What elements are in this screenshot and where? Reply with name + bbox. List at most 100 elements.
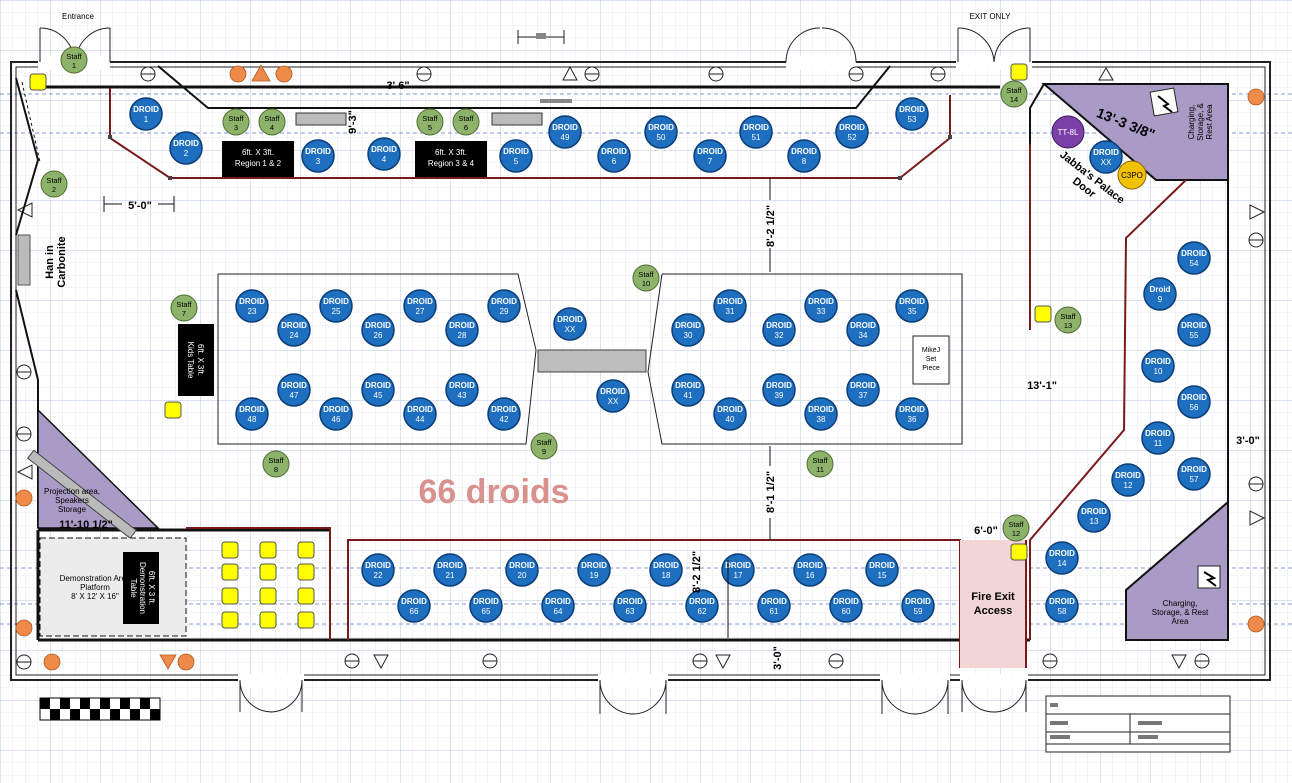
svg-text:Han in: Han in bbox=[44, 245, 56, 279]
scale-cell bbox=[110, 709, 120, 720]
exit-only-label: EXIT ONLY bbox=[969, 12, 1011, 21]
scale-cell bbox=[120, 698, 130, 709]
droid-number: 25 bbox=[332, 307, 341, 316]
droid-number: 8 bbox=[802, 157, 807, 166]
scale-cell bbox=[140, 709, 150, 720]
projection-area-text: Projection area, Speakers Storage bbox=[44, 487, 100, 514]
staff-label: Staff bbox=[1060, 312, 1076, 321]
svg-text:DROID: DROID bbox=[557, 315, 583, 324]
droid-number: 23 bbox=[248, 307, 257, 316]
svg-text:6ft. X 3ft.: 6ft. X 3ft. bbox=[196, 344, 205, 376]
droid-number: 64 bbox=[554, 607, 563, 616]
staff-number: 1 bbox=[72, 61, 76, 70]
droid-number: 19 bbox=[590, 571, 599, 580]
staff-label: Staff bbox=[228, 114, 244, 123]
charging-area-bottom bbox=[1125, 499, 1229, 641]
scale-cell bbox=[130, 709, 140, 720]
droid-number: 43 bbox=[458, 391, 467, 400]
demonstration-platform-text: Demonstration Area Platform 8' X 12' X 1… bbox=[60, 574, 131, 601]
droid-label: DROID bbox=[899, 297, 925, 306]
svg-text:Storage, & Rest: Storage, & Rest bbox=[1152, 608, 1209, 617]
region-1-2-table-label: Region 1 & 2 bbox=[235, 159, 282, 168]
droid-label: DROID bbox=[899, 405, 925, 414]
droid-label: DROID bbox=[1049, 597, 1075, 606]
droid-label: DROID bbox=[133, 105, 159, 114]
staff-label: Staff bbox=[1008, 520, 1024, 529]
droid-number: 21 bbox=[446, 571, 455, 580]
scale-cell bbox=[110, 698, 120, 709]
droid-number: 16 bbox=[806, 571, 815, 580]
droid-label: DROID bbox=[305, 147, 331, 156]
droid-label: DROID bbox=[1081, 507, 1107, 516]
staff-label: Staff bbox=[268, 456, 284, 465]
svg-text:Access: Access bbox=[974, 605, 1013, 617]
staff-label: Staff bbox=[66, 52, 82, 61]
droid-label: DROID bbox=[899, 105, 925, 114]
droid-number: 37 bbox=[859, 391, 868, 400]
dim-5-0: 5'-0" bbox=[128, 200, 152, 212]
region-3-4-table-label: Region 3 & 4 bbox=[428, 159, 475, 168]
droid-number: 62 bbox=[698, 607, 707, 616]
droid-number: 15 bbox=[878, 571, 887, 580]
droid-number: 34 bbox=[859, 331, 868, 340]
droid-label: DROID bbox=[850, 381, 876, 390]
droid-xx-1: DROID XX bbox=[553, 307, 587, 341]
svg-text:8' X 12' X 16": 8' X 12' X 16" bbox=[71, 592, 119, 601]
demonstration-platform bbox=[39, 537, 187, 637]
droid-label: DROID bbox=[808, 297, 834, 306]
top-stands bbox=[295, 30, 572, 126]
dim-3-6: 3' 6" bbox=[386, 80, 409, 92]
fire-exit-label: Fire Exit Access bbox=[971, 591, 1015, 617]
droid-label: DROID bbox=[717, 297, 743, 306]
scale-cell bbox=[100, 698, 110, 709]
droid-number: 18 bbox=[662, 571, 671, 580]
chair bbox=[259, 611, 277, 629]
droid-label: DROID bbox=[365, 321, 391, 330]
droid-label: DROID bbox=[1049, 549, 1075, 558]
droid-label: DROID bbox=[365, 381, 391, 390]
staff-label: Staff bbox=[264, 114, 280, 123]
droid-label: DROID bbox=[371, 145, 397, 154]
droid-number: 66 bbox=[410, 607, 419, 616]
droid-number: 6 bbox=[612, 157, 617, 166]
region-3-4-table-size: 6ft. X 3ft. bbox=[435, 148, 467, 157]
scale-cell bbox=[60, 709, 70, 720]
droid-label: DROID bbox=[1181, 393, 1207, 402]
han-in-carbonite-slab bbox=[17, 234, 31, 286]
scale-cell bbox=[80, 709, 90, 720]
dim-3-0-right: 3'-0" bbox=[1236, 435, 1260, 447]
droid-label: DROID bbox=[601, 147, 627, 156]
svg-text:Piece: Piece bbox=[922, 365, 940, 372]
droid-xx-2: DROID XX bbox=[596, 379, 630, 413]
svg-text:Projection area,: Projection area, bbox=[44, 487, 100, 496]
droid-number: 3 bbox=[316, 157, 321, 166]
staff-number: 2 bbox=[52, 185, 56, 194]
droid-number: 5 bbox=[514, 157, 519, 166]
droid-9: Droid 9 bbox=[1143, 277, 1177, 311]
svg-text:Charging,: Charging, bbox=[1187, 105, 1196, 140]
droid-label: DROID bbox=[401, 597, 427, 606]
dimension-ticks bbox=[103, 178, 771, 638]
droid-label: DROID bbox=[545, 597, 571, 606]
droid-number: 14 bbox=[1058, 559, 1067, 568]
